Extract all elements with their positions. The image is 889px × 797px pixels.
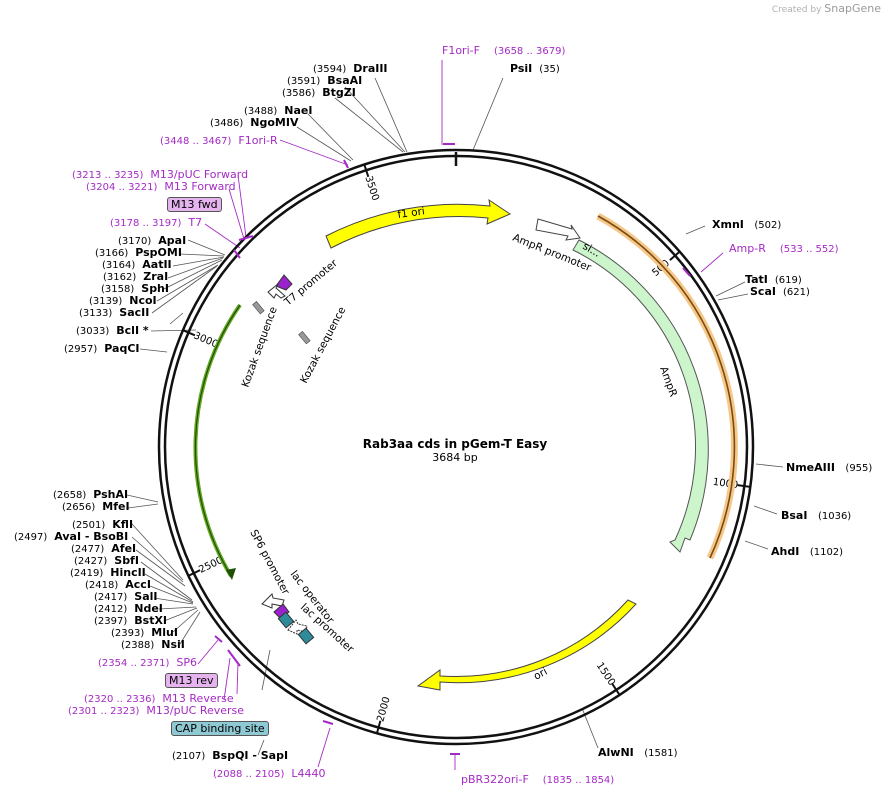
enzyme-label: (2397) BstXI: [94, 614, 168, 628]
primer-label: pBR322ori-F (1835 .. 1854): [461, 773, 615, 787]
enzyme-label: (2412) NdeI: [94, 602, 163, 616]
primer-label: F1ori-F (3658 .. 3679): [442, 44, 566, 58]
ampr-label: AmpR: [657, 365, 679, 399]
kozak-mark-2: [298, 331, 311, 345]
enzyme-label: (3162) ZraI: [103, 270, 169, 284]
ampr-orf-line: [597, 215, 736, 559]
enzyme-label: (3594) DraIII: [313, 62, 388, 76]
primer-label: (2354 .. 2371) SP6: [98, 656, 198, 670]
cds-arc: [193, 303, 242, 578]
enzyme-label: (3166) PspOMI: [95, 246, 182, 260]
sp6-promoter-label: SP6 promoter: [247, 528, 292, 598]
enzyme-label: (2417) SalI: [94, 590, 158, 604]
primer-label: (2320 .. 2336) M13 Reverse: [84, 692, 234, 706]
primer-leaders: [197, 60, 724, 770]
tick-mark: [363, 164, 370, 178]
enzyme-label: AlwNI (1581): [598, 746, 678, 760]
enzyme-label: (2388) NsiI: [121, 638, 185, 652]
primer-label: (3213 .. 3235) M13/pUC Forward: [72, 168, 249, 182]
m13-fwd-box: M13 fwd: [167, 197, 222, 212]
primer-bars: [214, 143, 691, 755]
ampr-arrow: [572, 239, 709, 553]
enzyme-label: (2107) BspQI - SapI: [172, 749, 289, 763]
tick-mark: [611, 683, 621, 696]
ori-label: ori: [532, 666, 550, 683]
t7-primer-mark: [275, 274, 293, 291]
kozak-mark-1: [252, 301, 265, 315]
enzyme-label: (3164) AatII: [102, 258, 172, 272]
enzyme-label: (3033) BclI *: [76, 324, 149, 338]
tick-label: 2000: [375, 696, 392, 723]
enzyme-label: (3170) ApaI: [118, 234, 187, 248]
enzyme-label: (2477) AfeI: [71, 542, 137, 556]
cds-arc-line: [194, 304, 241, 577]
credit-text: Created by: [771, 5, 822, 15]
enzyme-label: (3488) NaeI: [244, 104, 313, 118]
enzyme-label: (2957) PaqCI: [64, 342, 140, 356]
tick-label: 1500: [594, 661, 617, 688]
enzyme-label: TatI (619): [745, 273, 802, 287]
enzyme-label: (3591) BsaAI: [287, 74, 363, 88]
enzyme-label: (2497) AvaI - BsoBI: [14, 530, 129, 544]
enzyme-label: XmnI (502): [712, 218, 782, 232]
enzyme-label: (2427) SbfI: [74, 554, 139, 568]
f1ori-arrow: [325, 198, 512, 249]
tick-mark: [737, 484, 751, 488]
enzyme-label: (3158) SphI: [101, 282, 169, 296]
enzyme-label: (3133) SacII: [79, 306, 150, 320]
primer-label: (3448 .. 3467) F1ori-R: [160, 134, 278, 148]
primer-label: Amp-R (533 .. 552): [729, 242, 839, 256]
cap-site-box: [297, 627, 315, 645]
enzyme-label: PsiI (35): [510, 62, 560, 76]
snapgene-credit: Created by SnapGene: [772, 2, 881, 15]
kozak-label-1: Kozak sequence: [240, 305, 280, 389]
backbone-outer: [157, 148, 755, 746]
plasmid-name: Rab3aa cds in pGem-T Easy: [362, 437, 548, 451]
snapgene-logo: SnapGene: [824, 2, 881, 15]
tick-mark: [375, 720, 382, 734]
enzyme-label: (2419) HincII: [70, 566, 146, 580]
enzyme-label: (2658) PshAI: [53, 488, 129, 502]
enzyme-label: (2418) AccI: [85, 578, 151, 592]
primer-label: (2088 .. 2105) L4440: [213, 767, 326, 781]
plasmid-length: 3684 bp: [432, 451, 478, 464]
primer-label: (2301 .. 2323) M13/pUC Reverse: [68, 704, 245, 718]
enzyme-label: (2393) MluI: [111, 626, 178, 640]
kozak-label-2: Kozak sequence: [298, 305, 348, 385]
t7-promoter-arrow: [267, 283, 286, 299]
primer-label: (3204 .. 3221) M13 Forward: [86, 180, 236, 194]
ampr-promoter-arrow: [535, 218, 581, 241]
enzyme-label: (3586) BtgZI: [282, 86, 356, 100]
sp6-promoter-arrow: [261, 593, 285, 609]
cap-binding-site-box: CAP binding site: [171, 721, 269, 736]
enzyme-label: NmeAIII (955): [786, 461, 873, 475]
lac-promoter-arrow: [287, 619, 308, 635]
tick-mark: [187, 569, 201, 577]
enzyme-label: (2501) KflI: [72, 518, 134, 532]
enzyme-label: BsaI (1036): [781, 509, 852, 523]
enzyme-label: (3139) NcoI: [89, 294, 157, 308]
f1ori-label: f1 ori: [397, 205, 426, 221]
cds-arrowhead: [226, 568, 236, 580]
m13-rev-box: M13 rev: [165, 673, 218, 688]
enzyme-label: ScaI (621): [750, 285, 810, 299]
enzyme-label: (2656) MfeI: [62, 500, 130, 514]
lac-operator-box: [277, 611, 295, 629]
primer-label: (3178 .. 3197) T7: [110, 216, 203, 230]
enzyme-label: AhdI (1102): [771, 545, 844, 559]
tick-mark: [669, 250, 681, 261]
tick-mark: [182, 329, 196, 337]
enzyme-label: (3486) NgoMIV: [210, 116, 299, 130]
tick-label: 3500: [362, 175, 380, 203]
ori-arrow: [416, 599, 637, 691]
